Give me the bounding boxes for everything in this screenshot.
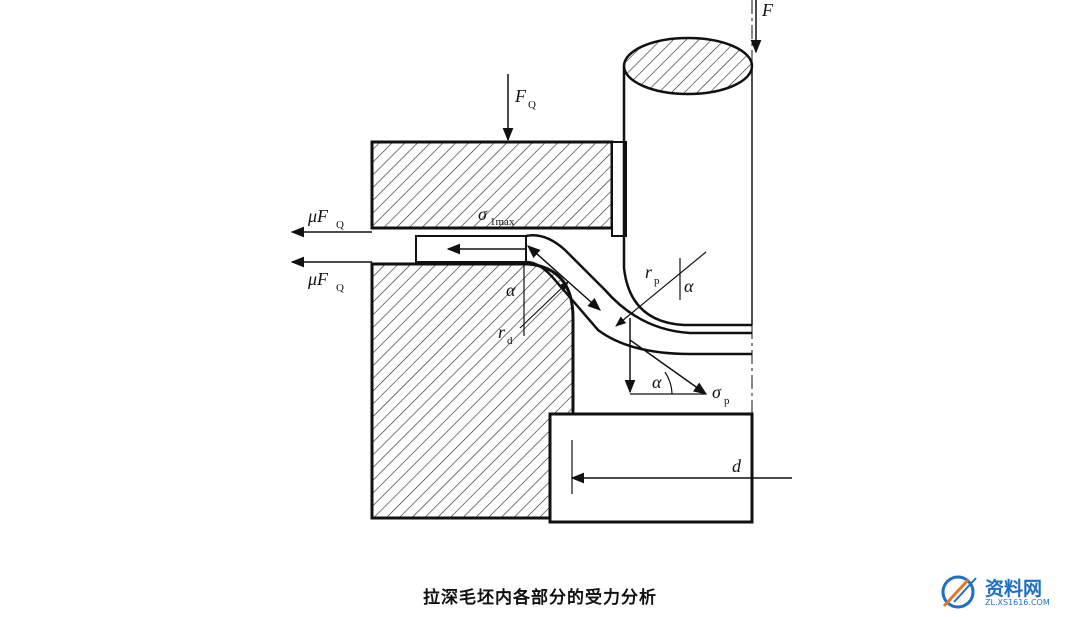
label-FQ: F (514, 86, 527, 106)
label-sigma-p: σ (712, 382, 722, 402)
label-alpha-die: α (506, 280, 516, 300)
label-sigma-1max-sub: 1max (490, 216, 515, 228)
wall-outer (525, 234, 752, 335)
die-wall-tension-arrow (526, 245, 602, 311)
label-d: d (732, 456, 742, 476)
blank-holder (370, 140, 614, 230)
label-alpha-punch: α (684, 276, 694, 296)
label-sigma-1max: σ (478, 204, 488, 224)
label-rp-sub: p (654, 275, 660, 287)
label-rd: r (498, 322, 506, 342)
label-muFQ-bottom: μF (307, 269, 329, 289)
punch-top-section (622, 36, 754, 96)
holder-gap-strip (611, 141, 627, 237)
label-rd-sub: d (507, 335, 513, 347)
label-F: F (761, 0, 774, 20)
sigma-p-arrow (629, 339, 708, 395)
ejector-block (548, 412, 754, 524)
punch-radius-line (615, 251, 707, 327)
bottom-alpha-arc (664, 371, 673, 395)
die-radius-line (519, 281, 569, 329)
label-alpha-bottom: α (652, 372, 662, 392)
punch (622, 66, 752, 327)
watermark-url: ZL.XS1616.COM (985, 598, 1050, 607)
watermark-icon (941, 575, 977, 609)
label-muFQ-bottom-sub: Q (336, 282, 344, 294)
label-muFQ-top-sub: Q (336, 219, 344, 231)
label-sigma-p-sub: p (724, 395, 730, 407)
label-FQ-sub: Q (528, 99, 536, 111)
figure-caption: 拉深毛坯内各部分的受力分析 (423, 588, 657, 608)
label-muFQ-top: μF (307, 206, 329, 226)
watermark-text: 资料网 (985, 578, 1043, 600)
label-rp: r (645, 262, 653, 282)
watermark-logo: 资料网 ZL.XS1616.COM (938, 572, 1068, 612)
die (370, 262, 575, 520)
